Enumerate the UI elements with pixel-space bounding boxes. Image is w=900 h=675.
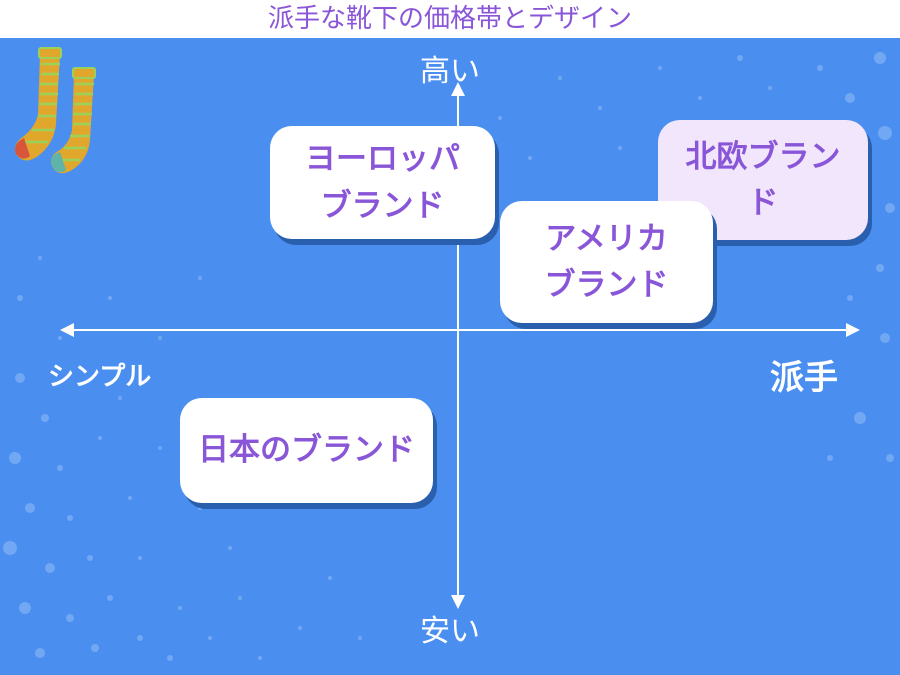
horizontal-axis-arrow-left — [60, 323, 74, 337]
page-title: 派手な靴下の価格帯とデザイン — [267, 4, 632, 34]
axis-label-high: 高い — [420, 54, 480, 89]
axis-label-flashy: 派手 — [770, 358, 838, 398]
brand-card-europe-line-2: ブランド — [320, 187, 445, 224]
brand-card-nordic-line-2: ド — [747, 185, 779, 221]
brand-card-europe-line-1: ヨーロッパ — [305, 141, 460, 177]
brand-card-japan: 日本のブランド — [180, 398, 433, 503]
positioning-map: 高い 安い シンプル 派手 ヨーロッパ ブランド 北欧ブラン ド アメリカ ブラ… — [0, 38, 900, 675]
axis-label-simple: シンプル — [48, 362, 152, 392]
axis-label-low: 安い — [420, 614, 480, 649]
brand-card-europe: ヨーロッパ ブランド — [270, 126, 495, 239]
brand-card-japan-line-1: 日本のブランド — [198, 432, 415, 469]
horizontal-axis-arrow-right — [846, 323, 860, 337]
vertical-axis-arrow-top — [451, 82, 465, 96]
socks-icon — [15, 47, 96, 174]
brand-card-america: アメリカ ブランド — [500, 201, 713, 323]
brand-card-america-line-1: アメリカ — [545, 220, 668, 257]
vertical-axis-arrow-bottom — [451, 595, 465, 609]
brand-card-america-line-2: ブランド — [544, 267, 669, 303]
brand-card-nordic-line-1: 北欧ブラン — [685, 138, 841, 175]
